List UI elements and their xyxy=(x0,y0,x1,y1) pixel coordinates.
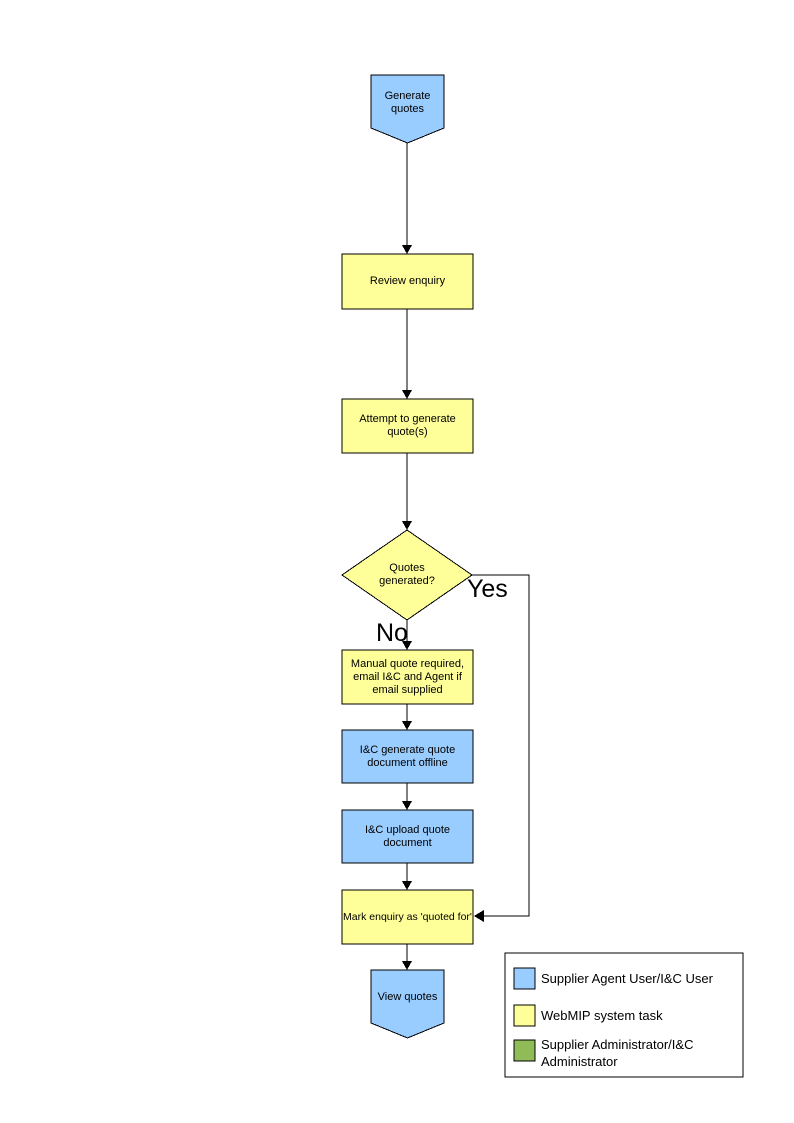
legend-label-supplier-agent: Supplier Agent User/I&C User xyxy=(541,971,713,986)
attempt-generate-box xyxy=(341,398,474,454)
start-node-label: Generate quotes xyxy=(384,90,431,115)
quotes-generated-diamond xyxy=(341,529,473,621)
mark-quoted-label: Mark enquiry as 'quoted for' xyxy=(343,910,472,923)
legend-swatch-green xyxy=(513,1039,536,1062)
arrowhead-down-upload-icon xyxy=(402,801,412,810)
legend-label-supplier-admin: Supplier Administrator/I&C Administrator xyxy=(541,1037,694,1069)
arrowhead-left-yes-icon xyxy=(474,910,484,922)
attempt-generate-label: Attempt to generate quote(s) xyxy=(359,413,456,438)
review-enquiry-box xyxy=(341,253,474,310)
generate-offline-box xyxy=(341,729,474,784)
legend-swatch-yellow xyxy=(513,1004,536,1027)
arrowhead-down-review-icon xyxy=(402,245,412,254)
generate-offline-label: I&C generate quote document offline xyxy=(359,743,456,769)
connector-lines xyxy=(406,143,530,968)
upload-quote-box xyxy=(341,809,474,864)
end-offpage-shape xyxy=(370,969,445,1039)
upload-quote-label: I&C upload quote document xyxy=(364,823,450,849)
legend-box xyxy=(504,952,744,1078)
arrowhead-down-end-icon xyxy=(402,961,412,970)
mark-quoted-box xyxy=(341,889,474,945)
quotes-generated-label: Quotes generated? xyxy=(379,562,435,587)
arrowhead-down-manual-icon xyxy=(402,641,412,650)
connector-yes-path xyxy=(472,574,530,917)
no-branch-label: No xyxy=(376,619,408,647)
manual-quote-label: Manual quote required, email I&C and Age… xyxy=(350,657,465,696)
arrowhead-down-mark-icon xyxy=(402,881,412,890)
arrowhead-down-generate-icon xyxy=(402,721,412,730)
legend-label-webmip-task: WebMIP system task xyxy=(541,1008,663,1023)
arrowhead-down-decision-icon xyxy=(402,521,412,530)
manual-quote-box xyxy=(341,649,474,705)
review-enquiry-label: Review enquiry xyxy=(369,275,446,287)
end-node-label: View quotes xyxy=(377,990,438,1003)
start-offpage-shape xyxy=(370,74,445,144)
yes-branch-label: Yes xyxy=(467,575,508,603)
legend-swatch-blue xyxy=(513,967,536,990)
arrowheads xyxy=(402,245,484,970)
arrowhead-down-attempt-icon xyxy=(402,390,412,399)
